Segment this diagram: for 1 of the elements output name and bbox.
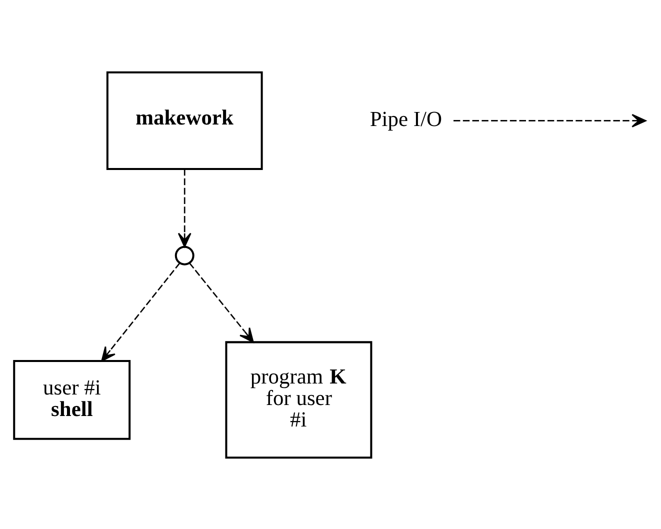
legend-label: Pipe I/O [370, 106, 442, 130]
